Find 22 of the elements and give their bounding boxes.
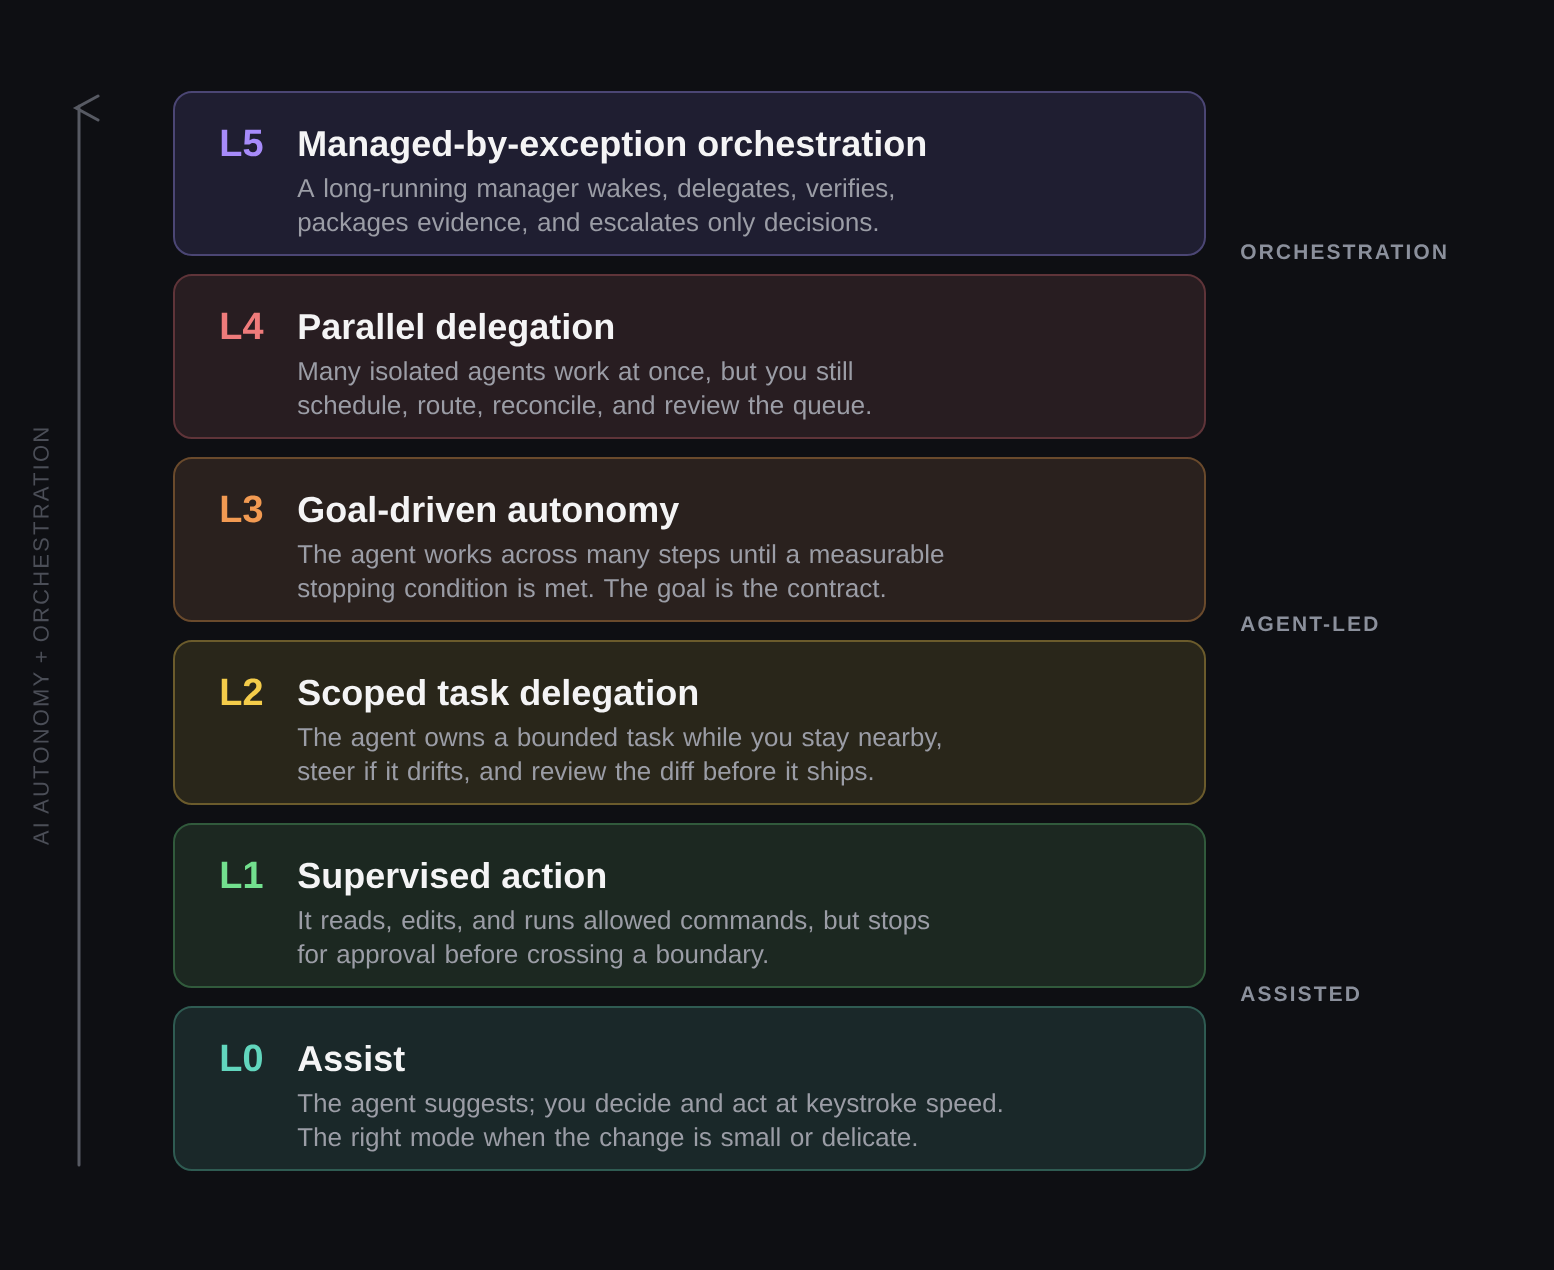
card-description: Many isolated agents work at once, but you still schedule, route, reconcile, and review the queue. [297, 361, 870, 420]
card-title: Goal-driven autonomy [298, 495, 680, 530]
level-tag: L1 [221, 861, 263, 888]
level-tag: L2 [221, 678, 263, 705]
level-tag: L3 [221, 495, 263, 523]
tier-label: ASSISTED [1240, 986, 1360, 1002]
card-description: The agent suggests; you decide and act at keystroke speed. The right mode when the change is small or delicate. [297, 1093, 1002, 1152]
tier-label: AGENT-LED [1240, 616, 1378, 632]
card-description: A long-running manager wakes, delegates, verifies, packages evidence, and escalates only decisions. [297, 178, 894, 237]
card-description: It reads, edits, and runs allowed commands, but stops for approval before crossing a boundary. [297, 910, 930, 969]
card-title: Parallel delegation [299, 312, 614, 347]
card-description: The agent owns a bounded task while you stay nearby, steer if it drifts, and review the diff before it ships. [297, 727, 941, 786]
card-title: Managed-by-exception orchestration [299, 129, 926, 164]
card-title: Supervised action [298, 861, 606, 896]
level-tag: L5 [221, 129, 263, 157]
level-tag: L0 [221, 1044, 262, 1072]
axis-label: AI AUTONOMY + ORCHESTRATION [33, 428, 49, 846]
card-title: Scoped task delegation [298, 678, 698, 713]
level-tag: L4 [221, 312, 264, 339]
tier-label: ORCHESTRATION [1241, 244, 1446, 260]
card-description: The agent works across many steps until a measurable stopping condition is met. The goal is the contract. [297, 544, 944, 603]
card-title: Assist [298, 1044, 405, 1072]
